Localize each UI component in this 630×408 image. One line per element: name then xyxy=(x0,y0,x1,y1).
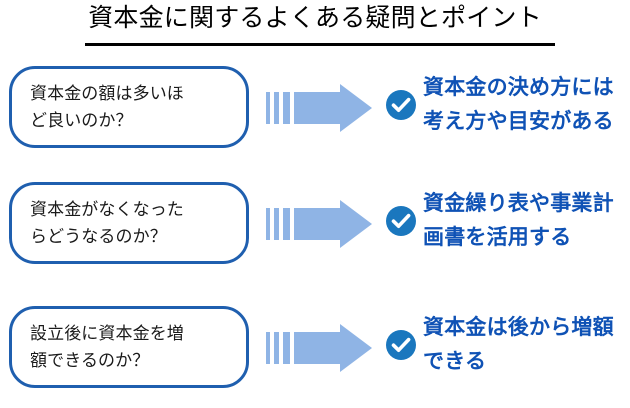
question-text: 設立後に資本金を増 額できるのか？ xyxy=(30,324,184,370)
question-box: 設立後に資本金を増 額できるのか？ xyxy=(9,306,249,388)
answer-block: 資本金は後から増額 できる xyxy=(423,311,630,379)
qa-row: 資本金の額は多いほ ど良いのか？ 資本金の決め方には 考え方や目安がある xyxy=(0,66,630,154)
answer-block: 資本金の決め方には 考え方や目安がある xyxy=(423,71,630,139)
qa-row: 設立後に資本金を増 額できるのか？ 資本金は後から増額 できる xyxy=(0,306,630,394)
arrow-right-icon xyxy=(266,200,372,248)
title-underline-rule xyxy=(85,43,555,46)
check-circle-icon xyxy=(386,206,416,236)
question-box: 資本金がなくなった らどうなるのか？ xyxy=(9,182,249,264)
arrow-right-icon xyxy=(266,84,372,132)
check-circle-icon xyxy=(386,90,416,120)
question-text: 資本金がなくなった らどうなるのか？ xyxy=(30,200,184,246)
question-box: 資本金の額は多いほ ど良いのか？ xyxy=(9,66,249,148)
answer-block: 資金繰り表や事業計 画書を活用する xyxy=(423,187,630,255)
answer-text: 資金繰り表や事業計 画書を活用する xyxy=(423,192,614,249)
page-title-text: 資本金に関するよくある疑問とポイント xyxy=(88,4,542,32)
answer-text: 資本金の決め方には 考え方や目安がある xyxy=(423,76,614,133)
check-circle-icon xyxy=(386,330,416,360)
qa-row: 資本金がなくなった らどうなるのか？ 資金繰り表や事業計 画書を活用する xyxy=(0,182,630,270)
arrow-right-icon xyxy=(266,324,372,372)
answer-text: 資本金は後から増額 できる xyxy=(423,316,614,373)
page-title: 資本金に関するよくある疑問とポイント xyxy=(0,2,630,34)
question-text: 資本金の額は多いほ ど良いのか？ xyxy=(30,84,184,130)
